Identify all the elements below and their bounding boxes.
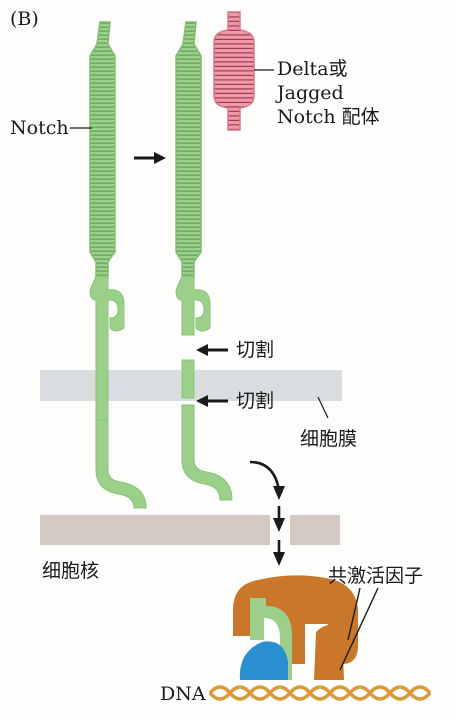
dna-helix xyxy=(208,685,432,701)
translocation-arrow xyxy=(249,460,285,566)
notch-receptor-cleaved xyxy=(175,21,233,501)
cleavage-label-1: 切割 xyxy=(236,339,275,361)
cleavage-arrow-1 xyxy=(196,344,228,356)
cleavage-arrow-2 xyxy=(196,395,228,407)
csl-binding-protein xyxy=(239,641,288,680)
delta-jagged-ligand xyxy=(213,11,255,131)
dna-label: DNA xyxy=(160,683,206,705)
coactivator-lower-lobe xyxy=(314,624,344,680)
panel-label: (B) xyxy=(10,8,39,30)
ligand-label-line2: Jagged xyxy=(277,82,344,104)
notch-label: Notch xyxy=(10,117,69,139)
nucleus-label: 细胞核 xyxy=(42,560,100,582)
coactivator-leader-1 xyxy=(347,587,361,641)
membrane-leader-line xyxy=(317,396,329,419)
ligand-label-line3: Notch 配体 xyxy=(277,106,380,128)
cell-membrane-label: 细胞膜 xyxy=(300,428,358,450)
coactivator-label: 共激活因子 xyxy=(328,565,424,587)
nuclear-envelope-right xyxy=(290,515,340,545)
coactivator-leader-2 xyxy=(339,587,379,671)
nuclear-envelope-left xyxy=(40,515,270,545)
transcription-complex xyxy=(233,575,358,680)
cleavage-label-2: 切割 xyxy=(236,390,275,412)
ligand-label-line1: Delta或 xyxy=(277,58,348,80)
notch-receptor-intact xyxy=(89,21,147,509)
activation-arrow xyxy=(134,152,166,164)
